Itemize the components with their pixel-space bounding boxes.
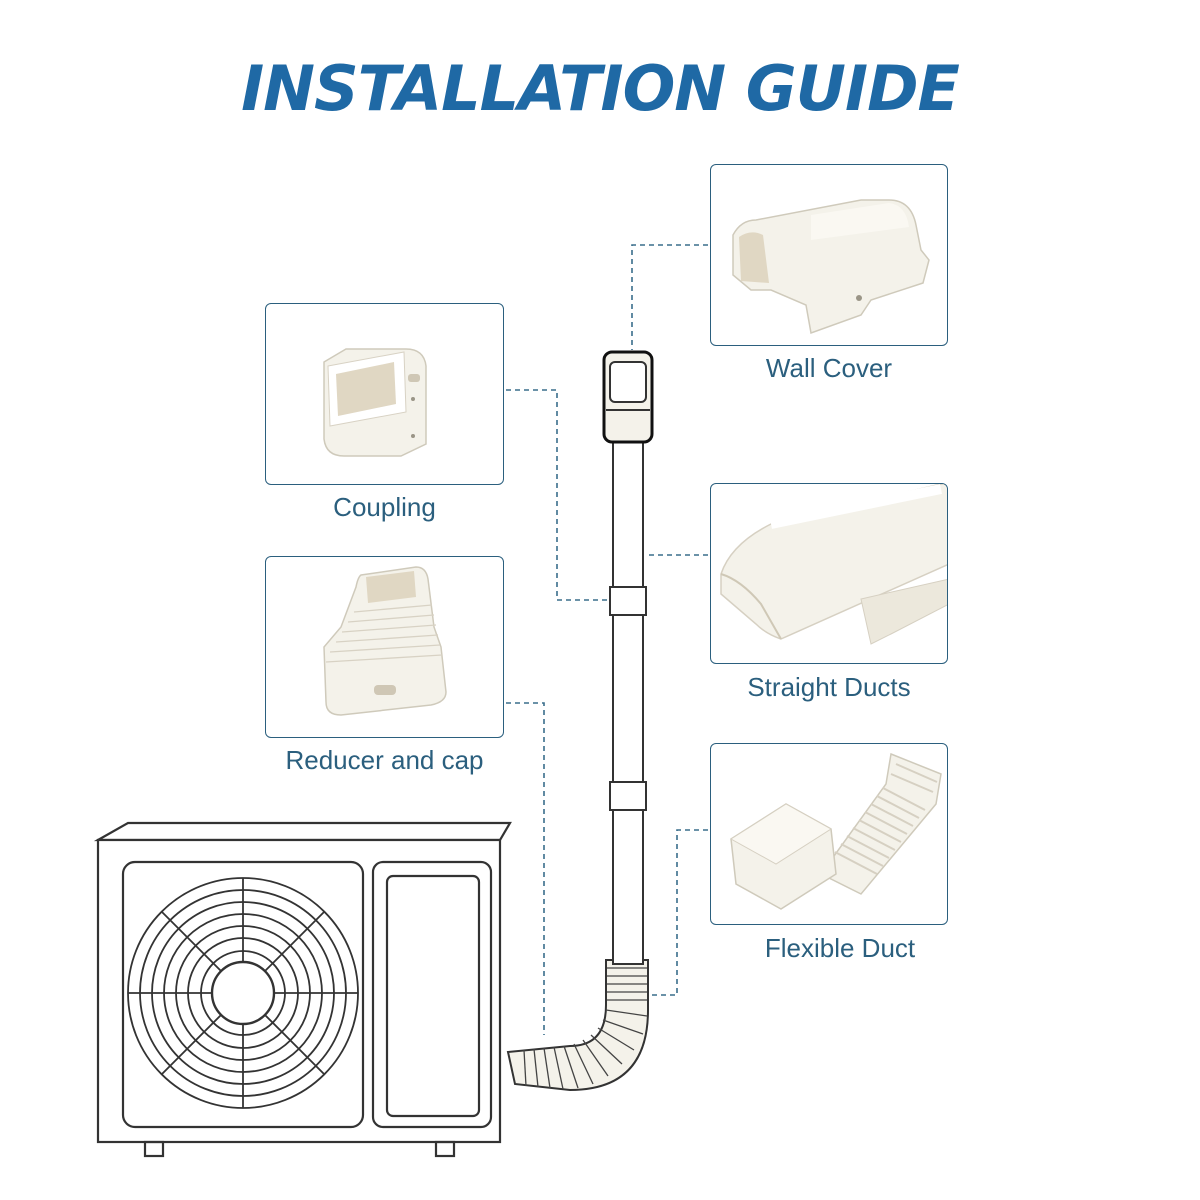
coupling-image	[323, 348, 427, 457]
flexible-duct-image	[730, 752, 942, 910]
leader-line-wall-cover	[631, 244, 708, 350]
duct-run	[602, 350, 654, 965]
wall-cover-label: Wall Cover	[765, 353, 893, 383]
leader-lines	[506, 244, 708, 1035]
flexible-duct-label: Flexible Duct	[764, 933, 916, 963]
straight-ducts-image	[720, 484, 947, 645]
coupling-label: Coupling	[333, 492, 436, 522]
straight-ducts-card	[710, 483, 948, 664]
straight-ducts-label: Straight Ducts	[747, 672, 911, 702]
leader-line-flexible-duct	[650, 829, 708, 996]
wall-cover-image	[732, 199, 930, 335]
wall-cover-card	[710, 164, 948, 346]
reducer-and-cap-label: Reducer and cap	[285, 745, 484, 775]
leader-line-coupling	[506, 389, 610, 601]
reducer-and-cap-card	[265, 556, 504, 738]
flexible-duct-bend	[506, 959, 649, 1092]
reducer-and-cap-image	[323, 566, 447, 716]
page-title: INSTALLATION GUIDE	[241, 52, 960, 125]
coupling-card	[265, 303, 504, 485]
flexible-duct-card	[710, 743, 948, 925]
fan-grille	[127, 877, 359, 1109]
outdoor-ac-unit	[93, 821, 512, 1158]
leader-line-reducer	[506, 702, 545, 1035]
